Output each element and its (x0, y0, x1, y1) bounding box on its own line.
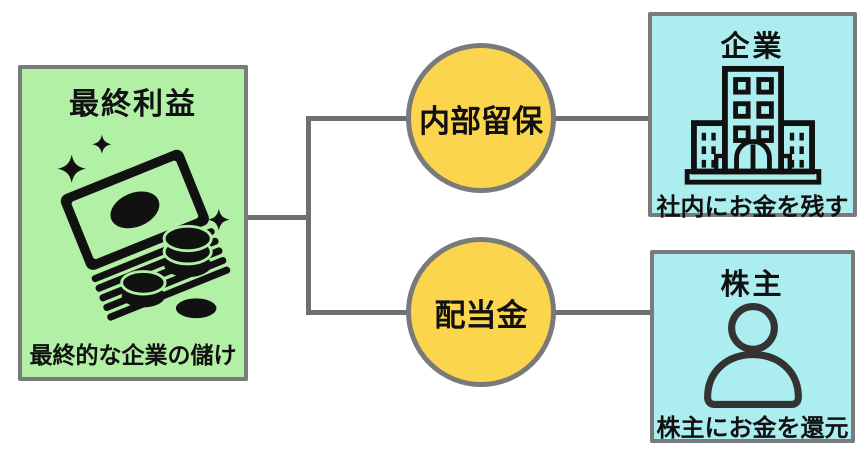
building-icon (682, 65, 824, 187)
connector-branch-vertical (306, 116, 311, 315)
shareholder-caption: 株主にお金を還元 (656, 415, 849, 442)
final-profit-title: 最終利益 (69, 88, 197, 121)
money-stack-icon (34, 123, 232, 336)
dividend-label: 配当金 (434, 297, 528, 333)
final-profit-caption: 最終的な企業の儲け (29, 342, 237, 368)
dividend-circle: 配当金 (406, 237, 556, 387)
connector-source-stub (248, 215, 310, 220)
shareholder-box: 株主 株主にお金を還元 (650, 250, 855, 443)
final-profit-box: 最終利益 (18, 65, 248, 381)
shareholder-title: 株主 (720, 269, 785, 301)
internal-reserves-label: 内部留保 (419, 103, 543, 139)
company-title: 企業 (720, 31, 785, 63)
company-caption: 社内にお金を残す (656, 194, 849, 221)
company-box: 企業 (648, 12, 857, 221)
person-icon (694, 303, 812, 408)
internal-reserves-circle: 内部留保 (406, 43, 556, 193)
